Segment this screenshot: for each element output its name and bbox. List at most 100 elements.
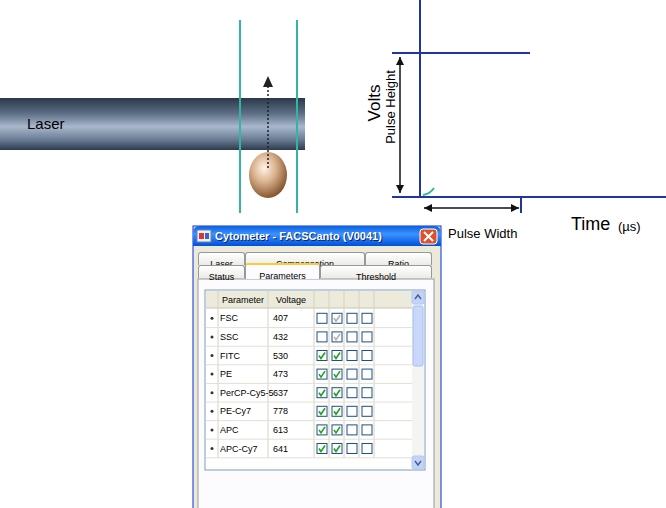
dimension-arrow (424, 207, 519, 209)
grid-line (206, 457, 412, 458)
tab: Status (198, 265, 245, 278)
tab-label: Threshold (356, 272, 396, 282)
checkbox (317, 313, 327, 323)
voltage-value: 641 (273, 444, 288, 453)
scroll-button (412, 456, 424, 469)
voltage-value: 637 (273, 388, 288, 397)
column-header: Voltage (276, 295, 306, 304)
grid-line (329, 291, 330, 458)
pulse-curve (423, 188, 434, 195)
parameter-name: PE-Cy7 (220, 407, 251, 416)
checkbox (317, 406, 327, 416)
parameter-name: APC-Cy7 (220, 444, 258, 453)
checkbox (332, 388, 342, 398)
row-marker (211, 373, 214, 376)
check-mark (319, 427, 325, 433)
interrogation-line (239, 20, 241, 213)
checkbox (332, 406, 342, 416)
checkbox (347, 406, 357, 416)
tab: Laser (198, 252, 245, 265)
voltage-value: 432 (273, 332, 288, 341)
parameter-name: FSC (220, 314, 238, 323)
scroll-arrow (415, 295, 421, 299)
checkbox (317, 369, 327, 379)
checkbox (362, 388, 372, 398)
row-marker (211, 391, 214, 394)
checkbox (362, 351, 372, 361)
tab-label: Parameters (259, 271, 306, 281)
voltage-value: 530 (273, 351, 288, 360)
scrollbar (412, 291, 424, 469)
checkbox (332, 444, 342, 454)
checkbox (317, 425, 327, 435)
tab-selected: Parameters (245, 263, 320, 279)
checkbox (317, 388, 327, 398)
checkbox (347, 351, 357, 361)
checkbox (332, 351, 342, 361)
check-mark (334, 371, 340, 377)
checkbox (362, 425, 372, 435)
flow-arrow (267, 84, 269, 168)
grid-line (344, 291, 345, 458)
voltage-value: 473 (273, 370, 288, 379)
row-marker (211, 447, 214, 450)
grid-line (206, 420, 412, 421)
scroll-button (412, 291, 424, 304)
row-marker (211, 335, 214, 338)
grid-line (359, 291, 360, 458)
checkbox (332, 313, 342, 323)
grid-line (206, 402, 412, 403)
arrowhead (263, 76, 273, 87)
parameter-name: PE (220, 370, 232, 379)
checkbox (362, 313, 372, 323)
grid-line (206, 364, 412, 365)
check-mark (334, 390, 340, 396)
check-mark (319, 446, 325, 452)
laser-beam: Laser (0, 98, 305, 150)
window-title: Cytometer - FACSCanto (V0041) (215, 226, 382, 246)
checkbox (362, 332, 372, 342)
laser-beam (0, 98, 305, 150)
check-mark (319, 408, 325, 414)
grid-line (268, 291, 269, 458)
parameter-name: SSC (220, 332, 239, 341)
axis-title: Volts (366, 85, 383, 122)
scroll-arrow (415, 461, 421, 465)
checkbox (317, 351, 327, 361)
voltage-value: 778 (273, 407, 288, 416)
parameter-name: APC (220, 425, 239, 434)
check-mark (334, 446, 340, 452)
check-mark (319, 390, 325, 396)
tab: Threshold (320, 265, 432, 278)
pulse-plot (392, 0, 666, 213)
window-chrome (193, 226, 441, 508)
row-marker (211, 410, 214, 413)
checkbox (362, 406, 372, 416)
axis-label: Pulse Height (384, 70, 397, 144)
checkbox (332, 332, 342, 342)
check-mark (334, 408, 340, 414)
checkbox (347, 332, 357, 342)
parameter-name: PerCP-Cy5-5 (220, 388, 274, 397)
software-window: Cytometer - FACSCanto (V0041)LaserCompen… (193, 226, 441, 508)
checkbox (347, 369, 357, 379)
parameter-name: FITC (220, 351, 240, 360)
row-marker (211, 354, 214, 357)
grid-line (314, 291, 315, 458)
check-mark (319, 371, 325, 377)
dimension-arrow (399, 57, 401, 193)
checkbox (347, 444, 357, 454)
interrogation-line (296, 20, 298, 213)
checkbox (347, 313, 357, 323)
tab: Ratio (365, 252, 432, 265)
checkbox (347, 388, 357, 398)
beam-label: Laser (0, 98, 305, 150)
row-marker (211, 317, 214, 320)
checkbox (332, 425, 342, 435)
check-mark (334, 334, 340, 340)
grid-line (206, 346, 412, 347)
tab-label: Status (209, 272, 235, 282)
check-mark (334, 427, 340, 433)
grid-line (374, 291, 375, 458)
grid-line (206, 383, 412, 384)
